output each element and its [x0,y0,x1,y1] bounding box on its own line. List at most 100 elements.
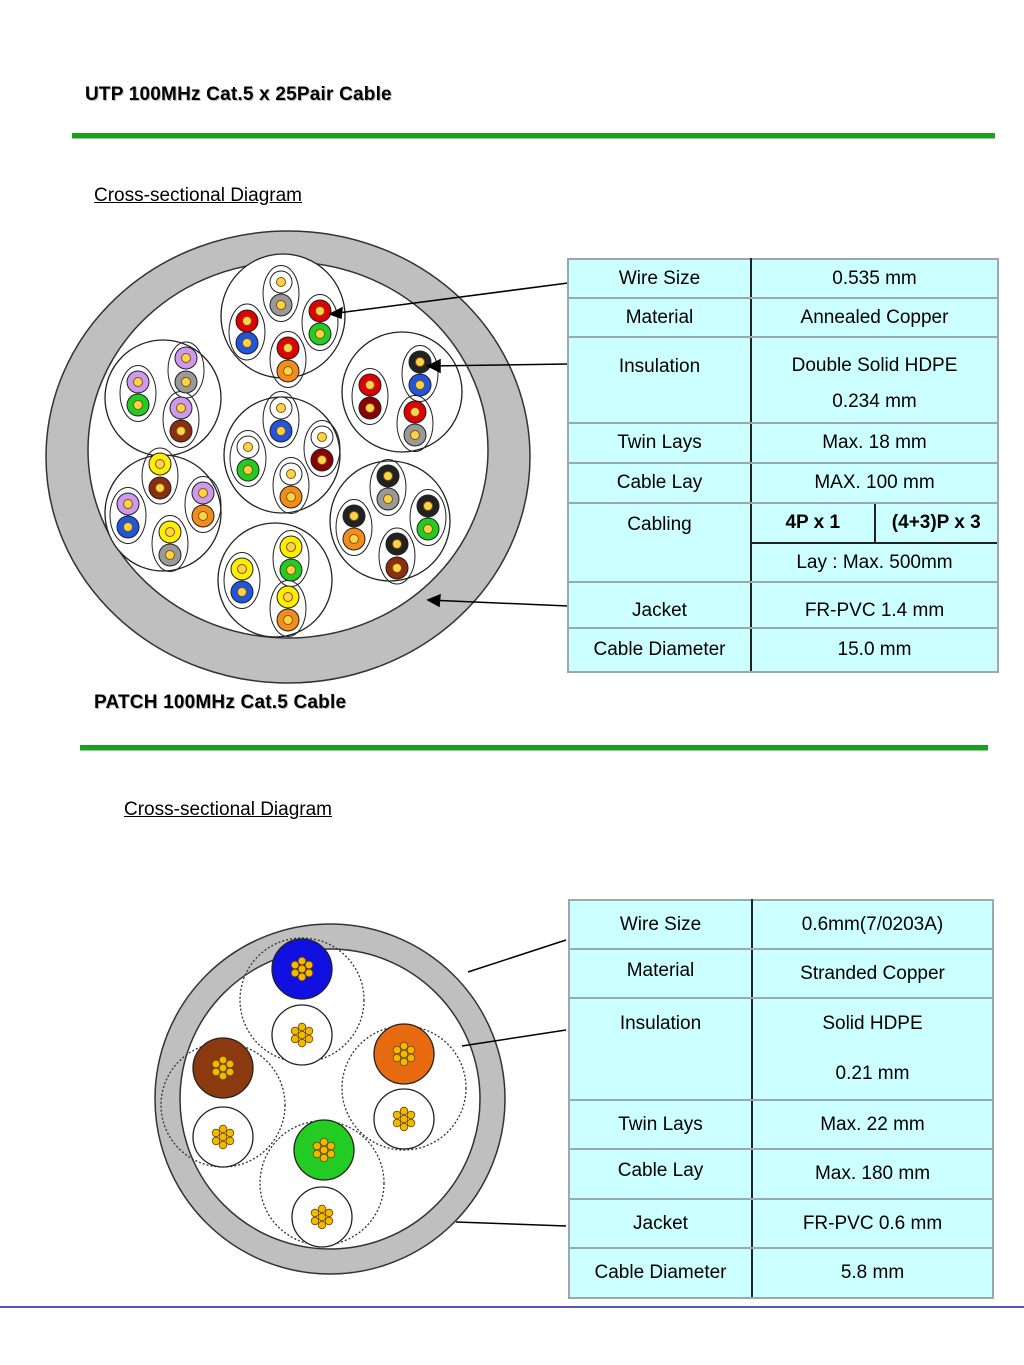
patch-strand [317,1220,327,1230]
utp-pair-outline [269,331,307,388]
patch-strand [399,1122,409,1132]
utp-pair-outline [141,447,179,505]
utp-conductor-core [383,471,393,481]
utp-conductor-core [286,542,296,552]
patch-strand [326,1149,336,1159]
utp-conductor-core [283,343,293,353]
utp-pair-outline [151,515,189,572]
utp-conductor-core [242,316,252,326]
spec-label-twin-lays: Twin Lays [567,422,752,464]
utp-conductor-core [317,455,327,465]
section1-title: UTP 100MHz Cat.5 x 25Pair Cable [85,84,392,105]
patch-strand [225,1067,235,1077]
spec-value-wire-size: 0.535 mm [750,258,999,299]
utp-conductor-core [237,564,247,574]
section1-divider [72,133,995,139]
patch-spec-value-twin-lays: Max. 22 mm [751,1099,994,1150]
patch-strand [324,1208,334,1218]
patch-strand [392,1053,402,1063]
patch-strand [406,1053,416,1063]
utp-conductor-core [123,522,133,532]
utp-conductor-core [243,442,253,452]
patch-spec-value-material: Stranded Copper [751,948,994,999]
patch-strand [297,1022,307,1032]
patch-strand [290,1026,300,1036]
utp-conductor-core [283,592,293,602]
patch-strand [225,1128,235,1138]
utp-bundle-2 [341,331,463,453]
utp-conductor-core [392,539,402,549]
utp-conductor-core [133,377,143,387]
patch-strand [297,1030,307,1040]
utp-conductor-core [176,426,186,436]
patch-strand [399,1114,409,1124]
utp-pair-outline [303,420,341,477]
utp-conductor-core [365,403,375,413]
utp-pair-outline [228,303,266,361]
patch-strand [211,1059,221,1069]
utp-pair-outline [378,527,416,585]
patch-spec-label-twin-lays: Twin Lays [568,1099,753,1150]
utp-pair-outline [184,476,222,533]
utp-pair-outline [229,430,267,487]
patch-spec-value-cable-lay: Max. 180 mm [751,1148,994,1200]
patch-spec-label-insulation: Insulation [568,997,753,1101]
utp-pair-outline [272,457,310,514]
utp-pair-outline [109,487,147,544]
spec-value-cable-lay: MAX. 100 mm [750,462,999,504]
patch-strand [310,1208,320,1218]
patch-strand [326,1141,336,1151]
spec-label-insulation: Insulation [567,336,752,424]
utp-pair-outline [369,459,407,516]
patch-strand [317,1212,327,1222]
utp-conductor-core [315,306,325,316]
utp-pair-outline [351,368,389,425]
spec-value-jacket: FR-PVC 1.4 mm [750,581,999,629]
section2-title: PATCH 100MHz Cat.5 Cable [94,692,347,713]
patch-strand [225,1136,235,1146]
utp-conductor-core [237,587,247,597]
utp-conductor-core [392,563,402,573]
utp-conductor-core [133,400,143,410]
utp-conductor-core [315,329,325,339]
utp-conductor-core [283,366,293,376]
section2-divider [80,745,988,751]
spec-value-twin-lays: Max. 18 mm [750,422,999,464]
utp-conductor-core [176,403,186,413]
utp-conductor-core [349,534,359,544]
leader-lines [328,282,569,608]
patch-spec-value-insulation-thickness: 0.21 mm [835,1063,910,1084]
patch-spec-value-wire-size: 0.6mm(7/0203A) [751,899,994,950]
patch-strand [399,1049,409,1059]
utp-conductor-core [415,380,425,390]
spec-label-cabling: Cabling [567,502,752,583]
patch-strand [319,1153,329,1163]
utp-conductor-core [123,499,133,509]
patch-strand [218,1055,228,1065]
patch-spec-label-jacket: Jacket [568,1198,753,1249]
spec-value-cabling-a: 4P x 1 [752,504,876,542]
patch-strand [297,964,307,974]
utp-bundle-7 [217,522,333,638]
utp-conductor-core [286,565,296,575]
utp-conductor-core [423,501,433,511]
utp-conductor-core [423,524,433,534]
patch-strand [319,1145,329,1155]
utp-conductor-core [349,511,359,521]
utp-pair-outline [409,489,447,546]
patch-strand [290,968,300,978]
spec-label-cable-diameter: Cable Diameter [567,627,752,673]
utp-conductor-core [286,469,296,479]
patch-strand [406,1045,416,1055]
utp-conductor-core [283,615,293,625]
utp-pair-outline [401,345,439,402]
patch-strand [392,1110,402,1120]
utp-conductor-core [286,492,296,502]
spec-value-material: Annealed Copper [750,297,999,338]
utp-pair-outline [262,265,300,322]
section2-subtitle: Cross-sectional Diagram [124,799,333,820]
utp-conductor-core [181,353,191,363]
patch-spec-value-cable-diameter: 5.8 mm [751,1247,994,1299]
utp-pair-outline [119,365,157,422]
